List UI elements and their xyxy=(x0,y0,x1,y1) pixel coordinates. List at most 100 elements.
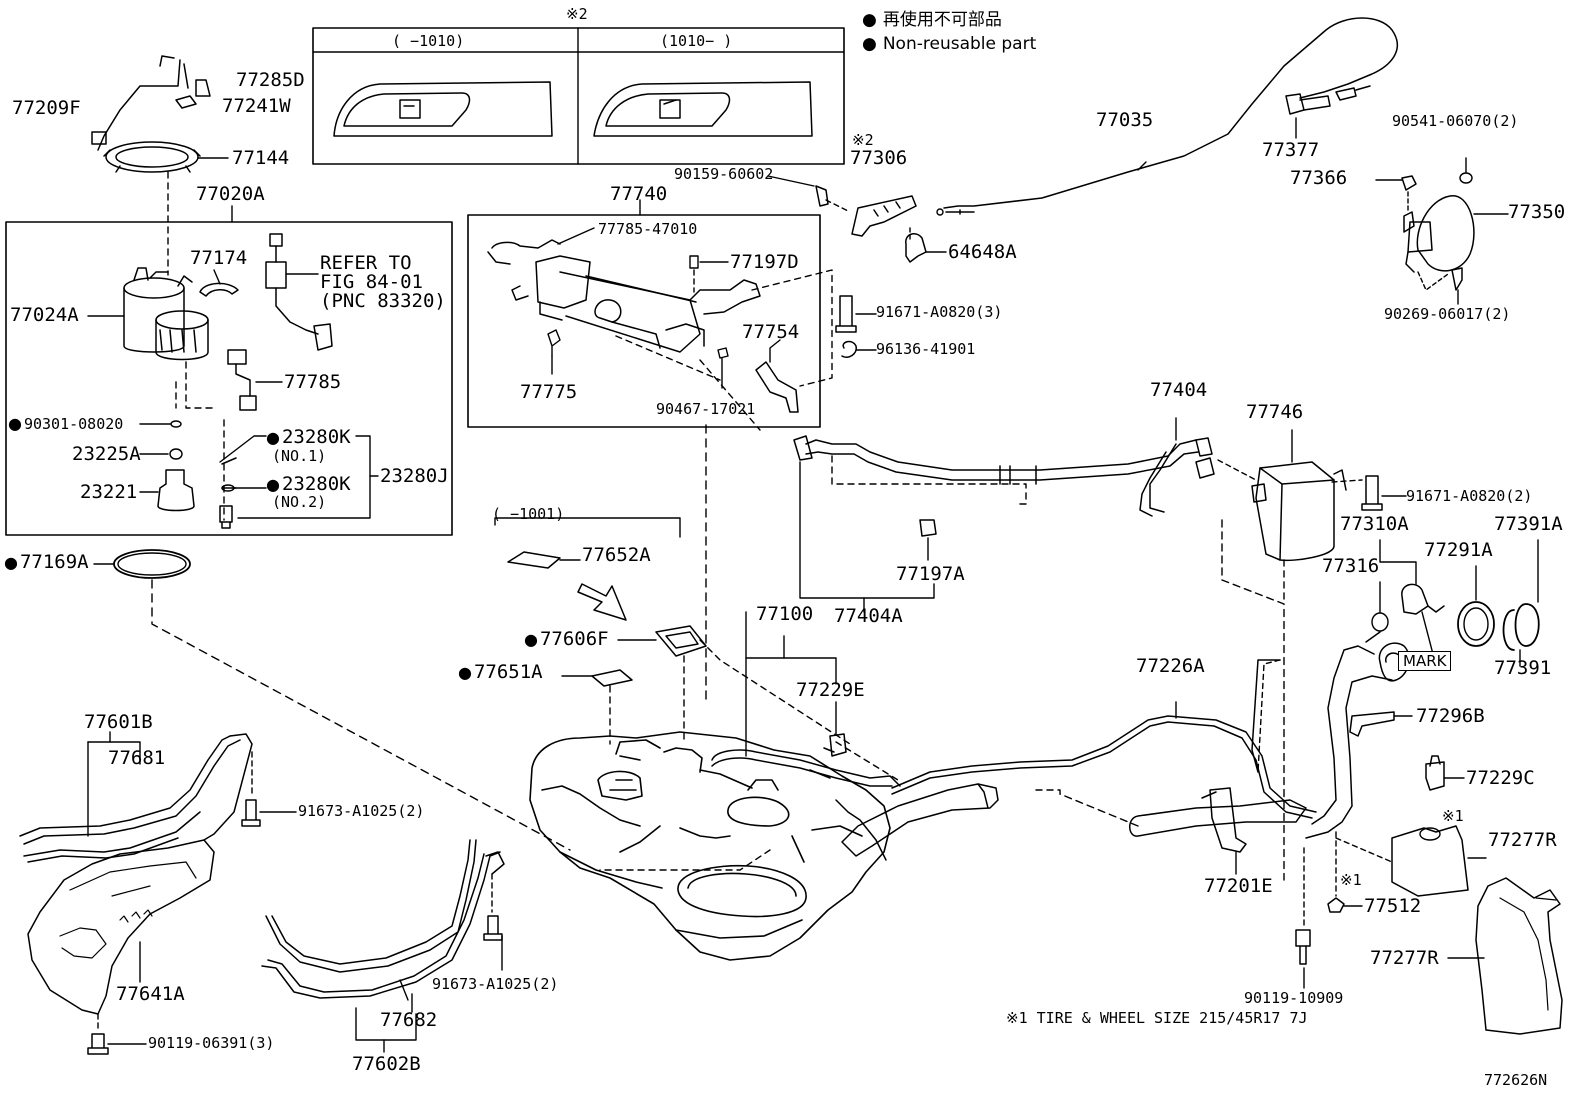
part-77169a[interactable]: 77169A xyxy=(4,552,89,573)
part-77020a[interactable]: 77020A xyxy=(196,183,265,205)
part-77316[interactable]: 77316 xyxy=(1322,555,1380,577)
tank-strap-right xyxy=(261,839,505,999)
ring-77291a xyxy=(1457,601,1495,647)
part-90119-06391[interactable]: 90119-06391(3) xyxy=(148,1034,275,1052)
fuel-sender-wire xyxy=(91,55,211,151)
legend-en: ●Non-reusable part xyxy=(862,34,1037,54)
part-77785-47010[interactable]: 77785-47010 xyxy=(598,220,698,238)
part-77681[interactable]: 77681 xyxy=(108,747,166,769)
clip-77229c xyxy=(1425,755,1445,791)
part-77306[interactable]: 77306 xyxy=(850,147,908,169)
part-77209f[interactable]: 77209F xyxy=(12,97,81,119)
part-23225a[interactable]: 23225A xyxy=(72,443,141,465)
part-77201e[interactable]: 77201E xyxy=(1204,875,1273,897)
part-91671-a0820-3[interactable]: 91671-A0820(3) xyxy=(876,303,1003,321)
part-23280j[interactable]: 23280J xyxy=(380,465,449,487)
part-77512[interactable]: 77512 xyxy=(1364,895,1422,917)
part-23280k-no2[interactable]: 23280K xyxy=(266,474,351,495)
pad-77652a xyxy=(507,551,561,569)
part-77035[interactable]: 77035 xyxy=(1096,109,1154,131)
hose-77754 xyxy=(755,361,799,413)
cap-77310a xyxy=(1401,583,1429,615)
inset-note-mark: ※2 xyxy=(566,5,588,23)
part-77601b[interactable]: 77601B xyxy=(84,711,153,733)
legend-jp: ●再使用不可部品 xyxy=(862,10,1002,30)
part-77024a[interactable]: 77024A xyxy=(10,304,79,326)
part-77377[interactable]: 77377 xyxy=(1262,139,1320,161)
part-77366[interactable]: 77366 xyxy=(1290,167,1348,189)
part-91671-a0820-2[interactable]: 91671-A0820(2) xyxy=(1406,487,1533,505)
part-90301-08020[interactable]: 90301-08020 xyxy=(8,415,123,433)
part-77641a[interactable]: 77641A xyxy=(116,983,185,1005)
retainer-ring-77144 xyxy=(103,141,201,173)
part-77404[interactable]: 77404 xyxy=(1150,379,1208,401)
part-77296b[interactable]: 77296B xyxy=(1416,705,1485,727)
part-77775[interactable]: 77775 xyxy=(520,381,578,403)
refer-line-1: REFER TO xyxy=(320,252,412,274)
inset-left-range: ( −1010) xyxy=(392,32,465,50)
refer-line-2: FIG 84-01 xyxy=(320,271,423,293)
pad-77606f xyxy=(655,625,707,657)
part-77197d[interactable]: 77197D xyxy=(730,251,799,273)
protector-77277r-small xyxy=(1391,825,1469,897)
tank-protector-left xyxy=(27,839,215,1015)
part-77602b[interactable]: 77602B xyxy=(352,1053,421,1075)
part-77277r-b[interactable]: 77277R xyxy=(1370,947,1439,969)
part-77652a[interactable]: 77652A xyxy=(582,544,651,566)
part-90467-17021[interactable]: 90467-17021 xyxy=(656,400,756,418)
legend: ●再使用不可部品 ●Non-reusable part xyxy=(862,8,1036,56)
part-96136-41901[interactable]: 96136-41901 xyxy=(876,340,976,358)
part-77226a[interactable]: 77226A xyxy=(1136,655,1205,677)
part-77785[interactable]: 77785 xyxy=(284,371,342,393)
note-star1-a: ※1 xyxy=(1442,807,1464,825)
mark-box: MARK xyxy=(1398,651,1452,671)
part-77391[interactable]: 77391 xyxy=(1494,657,1552,679)
part-64648a[interactable]: 64648A xyxy=(948,241,1017,263)
opener-handle-left xyxy=(333,81,553,137)
part-77391a[interactable]: 77391A xyxy=(1494,513,1563,535)
filler-hose xyxy=(1129,787,1307,853)
part-77197a[interactable]: 77197A xyxy=(896,563,965,585)
strap-77296b xyxy=(1349,711,1395,737)
bolt-small xyxy=(219,505,233,529)
clip-77197a xyxy=(919,519,937,537)
clip-77174 xyxy=(199,282,239,297)
part-77310a[interactable]: 77310A xyxy=(1340,513,1409,535)
cable-end-77377 xyxy=(1285,93,1331,115)
part-77651a[interactable]: 77651A xyxy=(458,662,543,683)
dot-icon: ● xyxy=(862,10,877,30)
ring-77391 xyxy=(1502,603,1540,651)
part-91673-a1025-a[interactable]: 91673-A1025(2) xyxy=(298,802,425,820)
dot-icon: ● xyxy=(862,34,877,54)
part-77174[interactable]: 77174 xyxy=(190,247,248,269)
cushion-23225a xyxy=(169,448,183,460)
part-77606f[interactable]: 77606F xyxy=(524,629,609,650)
part-77746[interactable]: 77746 xyxy=(1246,401,1304,423)
part-77100[interactable]: 77100 xyxy=(756,603,814,625)
part-23221[interactable]: 23221 xyxy=(80,481,138,503)
part-77350[interactable]: 77350 xyxy=(1508,201,1566,223)
canister-assembly-box xyxy=(467,214,821,428)
part-77144[interactable]: 77144 xyxy=(232,147,290,169)
part-77277r-a[interactable]: 77277R xyxy=(1488,829,1557,851)
part-90159-60602[interactable]: 90159-60602 xyxy=(674,165,774,183)
part-77241w[interactable]: 77241W xyxy=(222,95,291,117)
part-90269-06017[interactable]: 90269-06017(2) xyxy=(1384,305,1511,323)
part-77754[interactable]: 77754 xyxy=(742,321,800,343)
part-77291a[interactable]: 77291A xyxy=(1424,539,1493,561)
part-23280k-no2-sub: (NO.2) xyxy=(272,493,327,511)
part-90119-10909[interactable]: 90119-10909 xyxy=(1244,989,1344,1007)
part-23280k-no1[interactable]: 23280K xyxy=(266,427,351,448)
part-77740[interactable]: 77740 xyxy=(610,183,668,205)
part-77229c[interactable]: 77229C xyxy=(1466,767,1535,789)
part-77285d[interactable]: 77285D xyxy=(236,69,305,91)
figure-code: 772626N xyxy=(1484,1071,1548,1089)
part-91673-a1025-b[interactable]: 91673-A1025(2) xyxy=(432,975,559,993)
part-77682[interactable]: 77682 xyxy=(380,1009,438,1031)
part-77404a[interactable]: 77404A xyxy=(834,605,903,627)
part-90541-06070[interactable]: 90541-06070(2) xyxy=(1392,112,1519,130)
pin-90159 xyxy=(815,185,829,207)
part-77229e[interactable]: 77229E xyxy=(796,679,865,701)
